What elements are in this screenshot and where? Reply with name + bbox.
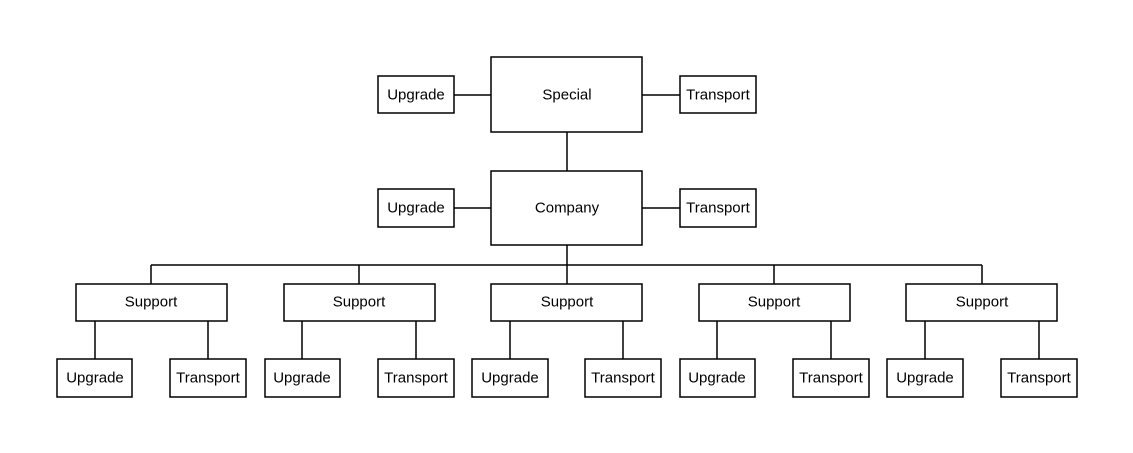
node-label: Transport	[799, 370, 863, 387]
node-label: Support	[333, 294, 386, 311]
node-label: Transport	[176, 370, 240, 387]
node-label: Transport	[686, 200, 750, 217]
node-support-5: Support	[905, 283, 1058, 322]
connectors	[94, 94, 1040, 359]
node-support-4-transport: Transport	[792, 358, 870, 398]
node-support-5-upgrade: Upgrade	[886, 358, 964, 398]
node-label: Upgrade	[387, 200, 445, 217]
node-support-1-upgrade: Upgrade	[56, 358, 133, 398]
node-label: Special	[542, 87, 591, 104]
node-label: Support	[748, 294, 801, 311]
node-label: Support	[125, 294, 178, 311]
node-label: Transport	[686, 87, 750, 104]
node-middle-right: Transport	[679, 188, 757, 228]
node-support-3-upgrade: Upgrade	[471, 358, 549, 398]
node-support-1: Support	[75, 283, 228, 322]
node-company: Company	[490, 170, 643, 246]
node-label: Support	[541, 294, 594, 311]
node-support-4-upgrade: Upgrade	[679, 358, 756, 398]
node-label: Upgrade	[688, 370, 746, 387]
node-support-2-transport: Transport	[377, 358, 455, 398]
node-support-2: Support	[283, 283, 436, 322]
node-support-2-upgrade: Upgrade	[264, 358, 341, 398]
node-top-left: Upgrade	[377, 75, 455, 114]
node-top-right: Transport	[679, 75, 757, 114]
node-special: Special	[490, 56, 643, 133]
node-label: Upgrade	[896, 370, 954, 387]
node-support-5-transport: Transport	[1000, 358, 1078, 398]
node-label: Upgrade	[481, 370, 539, 387]
node-support-4: Support	[698, 283, 851, 322]
node-label: Company	[535, 200, 600, 217]
node-label: Transport	[384, 370, 448, 387]
node-label: Transport	[591, 370, 655, 387]
node-support-3: Support	[490, 283, 643, 322]
node-middle-left: Upgrade	[377, 188, 455, 228]
node-support-1-transport: Transport	[169, 358, 247, 398]
node-label: Upgrade	[387, 87, 445, 104]
node-label: Support	[956, 294, 1009, 311]
node-label: Upgrade	[66, 370, 124, 387]
node-support-3-transport: Transport	[584, 358, 662, 398]
node-label: Transport	[1007, 370, 1071, 387]
node-label: Upgrade	[273, 370, 331, 387]
